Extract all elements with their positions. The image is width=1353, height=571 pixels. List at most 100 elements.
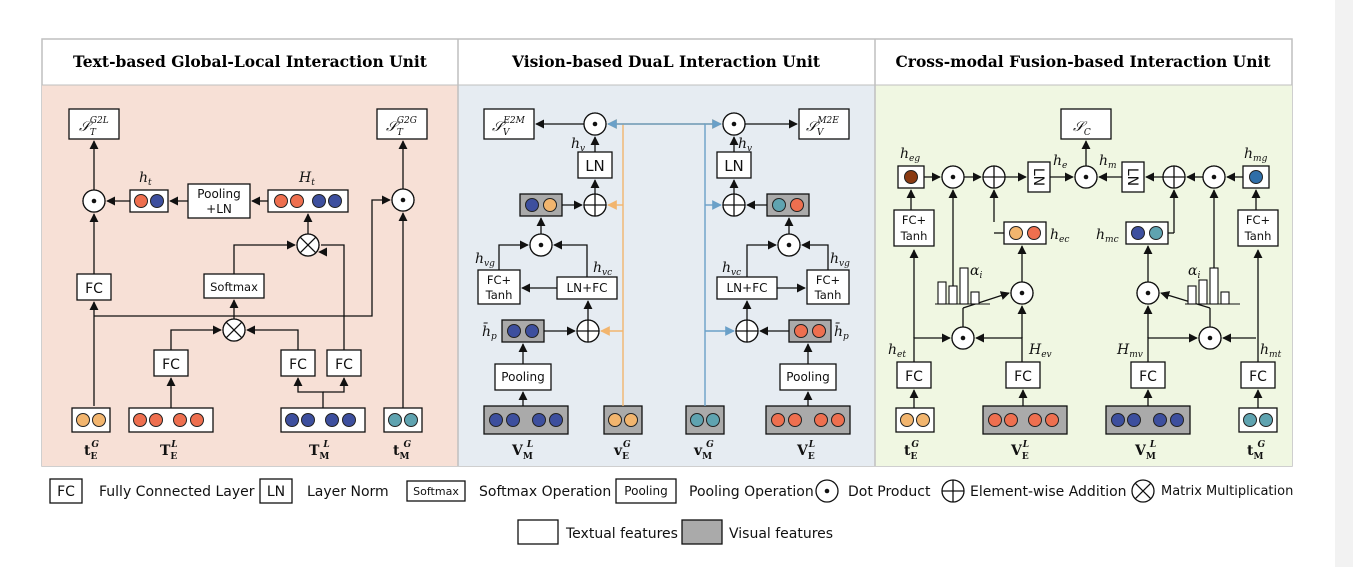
label-h-vc-right: hvc [722,260,741,278]
element-wise-addition-icon [576,319,600,343]
label-h-et: het [888,342,906,360]
fc-tanh-fusion-left-1: FC+ [902,213,926,227]
label-h-v-left: hv [571,136,585,154]
feature-token-icon [301,413,315,427]
dot-product-icon [1202,165,1226,189]
feature-token-icon [290,194,304,208]
dot-product-icon [1136,281,1160,305]
input-T-m-l: TML [309,440,330,462]
label-h-p-left: h̄p [482,322,497,342]
panel-frames [41,38,1293,467]
element-wise-addition-icon [1162,165,1186,189]
feature-token-icon [814,413,828,427]
feature-token-icon [1170,413,1184,427]
feature-token-icon [831,413,845,427]
input-fusion-t-m-g: tMG [1247,440,1265,462]
legend-add-label: Element-wise Addition [970,484,1127,500]
legend-fc-box-text: FC [57,484,75,500]
feature-token-icon [532,413,546,427]
feature-token-icon [149,413,163,427]
feature-token-icon [900,413,914,427]
labels: 𝒮TG2L 𝒮TG2G ht Ht Pooling +LN Softmax FC… [79,116,1282,462]
feature-token-icon [150,194,164,208]
feature-token-icon [549,413,563,427]
feature-token-icon [92,413,106,427]
input-t-e-g: tEG [84,440,99,462]
label-h-vg-left: hvg [475,251,495,269]
feature-token-icon [285,413,299,427]
feature-token-icon [706,413,720,427]
label-h-mc: hmc [1096,227,1119,245]
fc-label-text-2: FC [162,357,180,373]
ln-fc-right: LN+FC [727,281,768,295]
dot-product-icon [777,233,801,257]
legend-mul-label: Matrix Multiplication [1161,484,1293,499]
dot-product-icon [391,188,415,212]
ln-label-vision-left: LN [585,157,605,175]
feature-token-icon [525,198,539,212]
vision-blue-routing [607,119,735,406]
feature-token-icon [388,413,402,427]
legend-dot-label: Dot Product [848,484,931,500]
label-h-e: he [1053,153,1067,171]
feature-token-icon [1243,413,1257,427]
fc-label-fusion-2: FC [1014,369,1032,385]
pooling-vision-left: Pooling [501,370,544,384]
feature-token-icon [134,194,148,208]
label-s-m2e: 𝒮VM2E [806,116,839,138]
feature-token-icon [489,413,503,427]
legend-softmax-box [406,480,466,502]
element-wise-addition-icon [941,479,965,503]
dot-product-icon [1198,326,1222,350]
feature-token-icon [133,413,147,427]
dot-product-icon [529,233,553,257]
input-fusion-V-m-l: VML [1134,440,1156,462]
input-fusion-t-e-g: tEG [904,440,919,462]
feature-token-icon [1127,413,1141,427]
element-wise-addition-icon [735,319,759,343]
label-h-vg-right: hvg [830,251,850,269]
feature-token-icon [342,413,356,427]
legend-fc-box [49,478,83,504]
feature-token-icon [988,413,1002,427]
input-V-e-l: VEL [796,440,815,462]
legend-text-feature-label: Textual features [565,526,678,542]
label-h-mt: hmt [1260,342,1282,360]
label-h-t: ht [139,170,152,188]
dot-product-icon [583,112,607,136]
label-h-eg: heg [900,146,920,164]
dot-product-icon [1010,281,1034,305]
feature-token-icon [788,413,802,427]
fc-label-fusion-1: FC [905,369,923,385]
feature-token-icon [1009,226,1023,240]
feature-token-icon [76,413,90,427]
label-alpha-left: αi [970,263,982,281]
feature-token-icon [543,198,557,212]
feature-token-icon [328,194,342,208]
matrix-multiplication-icon [222,318,246,342]
label-H-t: Ht [298,170,315,188]
feature-token-icon [916,413,930,427]
feature-token-icon [790,198,804,212]
ln-fc-left: LN+FC [567,281,608,295]
fc-label-fusion-3: FC [1139,369,1157,385]
legend-softmax-label: Softmax Operation [479,484,611,500]
feature-token-icon [1153,413,1167,427]
label-h-m: hm [1099,153,1117,171]
feature-token-icon [274,194,288,208]
feature-token-icon [812,324,826,338]
input-v-e-g: vEG [613,440,631,462]
element-wise-addition-icon [722,193,746,217]
feature-token-icon [507,324,521,338]
fc-tanh-fusion-right-1: FC+ [1246,213,1270,227]
legend-pooling-box [615,478,677,504]
matrix-multiplication-icon [1131,479,1155,503]
alpha-bars-left [935,267,990,305]
dot-product-icon [941,165,965,189]
legend: FC Fully Connected Layer LN Layer Norm S… [49,478,1293,545]
input-t-m-g: tMG [393,440,411,462]
feature-token-icon [1131,226,1145,240]
fc-tanh-right-2: Tanh [814,288,842,302]
feature-token-icon [173,413,187,427]
feature-token-icon [772,198,786,212]
